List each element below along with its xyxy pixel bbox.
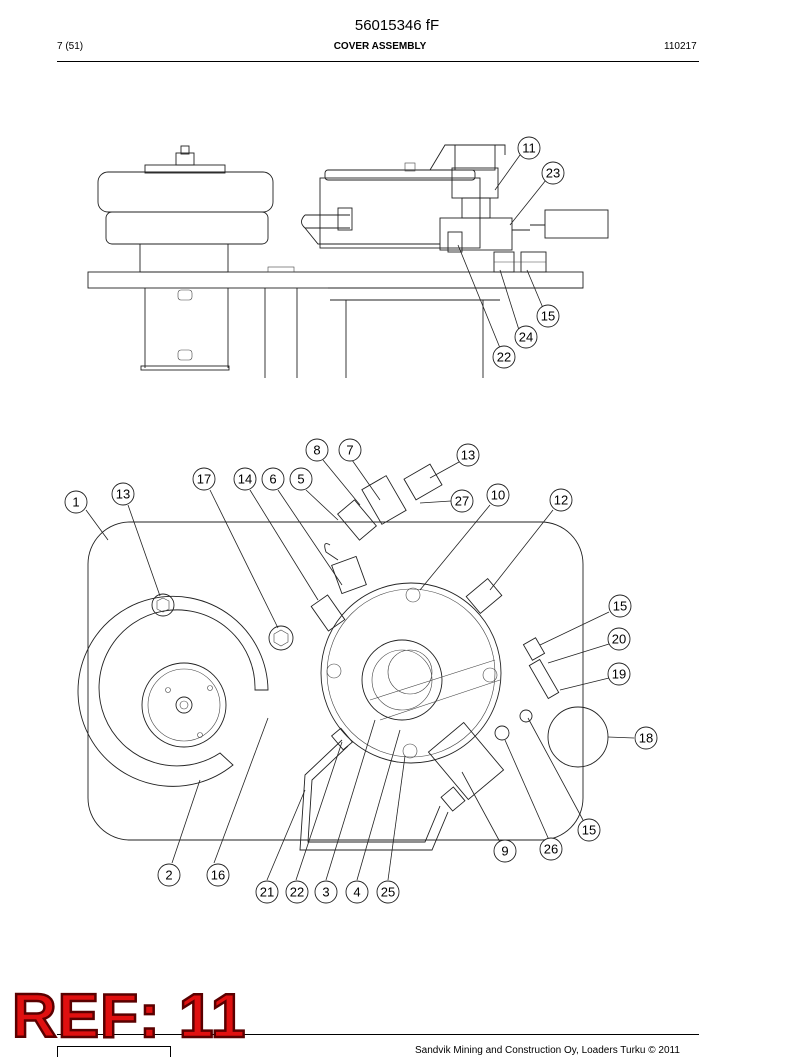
footer-rule bbox=[57, 1034, 699, 1035]
revision-code: 110217 bbox=[664, 41, 697, 52]
svg-text:2: 2 bbox=[165, 868, 172, 883]
callout-1: 1 bbox=[64, 490, 88, 514]
svg-text:3: 3 bbox=[322, 885, 329, 900]
callout-21: 21 bbox=[255, 880, 279, 904]
callout-22: 22 bbox=[492, 345, 516, 369]
callout-27: 27 bbox=[450, 489, 474, 513]
svg-text:17: 17 bbox=[197, 472, 211, 487]
callout-14: 14 bbox=[233, 467, 257, 491]
svg-text:15: 15 bbox=[613, 599, 627, 614]
svg-text:5: 5 bbox=[297, 472, 304, 487]
svg-text:6: 6 bbox=[269, 472, 276, 487]
svg-text:22: 22 bbox=[497, 350, 511, 365]
callout-11: 11 bbox=[517, 136, 541, 160]
svg-text:13: 13 bbox=[116, 487, 130, 502]
svg-text:20: 20 bbox=[612, 632, 626, 647]
callout-15-upper: 15 bbox=[608, 594, 632, 618]
callout-25: 25 bbox=[376, 880, 400, 904]
callout-24: 24 bbox=[514, 325, 538, 349]
side-view bbox=[87, 144, 609, 378]
header-rule bbox=[57, 61, 699, 62]
svg-text:15: 15 bbox=[582, 823, 596, 838]
document-number: 56015346 fF bbox=[354, 17, 440, 34]
plan-view-callouts: 8 7 13 17 14 6 5 1 13 27 10 12 15 20 19 … bbox=[64, 438, 658, 904]
svg-text:27: 27 bbox=[455, 494, 469, 509]
callout-18: 18 bbox=[634, 726, 658, 750]
callout-17: 17 bbox=[192, 467, 216, 491]
callout-5: 5 bbox=[289, 467, 313, 491]
callout-20: 20 bbox=[607, 627, 631, 651]
plan-view-leaders bbox=[85, 459, 635, 881]
svg-text:7: 7 bbox=[346, 443, 353, 458]
callout-3: 3 bbox=[314, 880, 338, 904]
callout-23: 23 bbox=[541, 161, 565, 185]
svg-text:8: 8 bbox=[313, 443, 320, 458]
svg-text:16: 16 bbox=[211, 868, 225, 883]
svg-text:21: 21 bbox=[260, 885, 274, 900]
callout-10: 10 bbox=[486, 483, 510, 507]
callout-7: 7 bbox=[338, 438, 362, 462]
svg-text:13: 13 bbox=[461, 448, 475, 463]
svg-text:26: 26 bbox=[544, 842, 558, 857]
callout-26: 26 bbox=[539, 837, 563, 861]
svg-text:24: 24 bbox=[519, 330, 533, 345]
page-title: COVER ASSEMBLY bbox=[333, 41, 427, 52]
svg-text:4: 4 bbox=[353, 885, 360, 900]
callout-13: 13 bbox=[456, 443, 480, 467]
svg-text:23: 23 bbox=[546, 166, 560, 181]
ref-stamp: REF: 11 bbox=[11, 982, 247, 1051]
svg-text:12: 12 bbox=[554, 493, 568, 508]
callout-19: 19 bbox=[607, 662, 631, 686]
svg-text:18: 18 bbox=[639, 731, 653, 746]
callout-15-lower: 15 bbox=[577, 818, 601, 842]
callout-4: 4 bbox=[345, 880, 369, 904]
callout-6: 6 bbox=[261, 467, 285, 491]
svg-text:11: 11 bbox=[522, 141, 536, 156]
page-number: 7 (51) bbox=[57, 41, 84, 52]
svg-text:19: 19 bbox=[612, 667, 626, 682]
callout-2: 2 bbox=[157, 863, 181, 887]
side-view-callouts: 11 23 15 24 22 bbox=[492, 136, 565, 369]
side-view-leaders bbox=[457, 154, 547, 349]
svg-text:14: 14 bbox=[238, 472, 252, 487]
callout-13-left: 13 bbox=[111, 482, 135, 506]
callout-22: 22 bbox=[285, 880, 309, 904]
svg-text:25: 25 bbox=[381, 885, 395, 900]
svg-text:10: 10 bbox=[491, 488, 505, 503]
svg-text:22: 22 bbox=[290, 885, 304, 900]
callout-8: 8 bbox=[305, 438, 329, 462]
svg-text:15: 15 bbox=[541, 309, 555, 324]
callout-16: 16 bbox=[206, 863, 230, 887]
callout-9: 9 bbox=[493, 839, 517, 863]
footer-copyright: Sandvik Mining and Construction Oy, Load… bbox=[415, 1045, 680, 1056]
svg-text:1: 1 bbox=[72, 495, 79, 510]
plan-view bbox=[77, 463, 609, 851]
callout-12: 12 bbox=[549, 488, 573, 512]
svg-text:9: 9 bbox=[501, 844, 508, 859]
callout-15: 15 bbox=[536, 304, 560, 328]
brand-logo-box bbox=[57, 1046, 171, 1057]
